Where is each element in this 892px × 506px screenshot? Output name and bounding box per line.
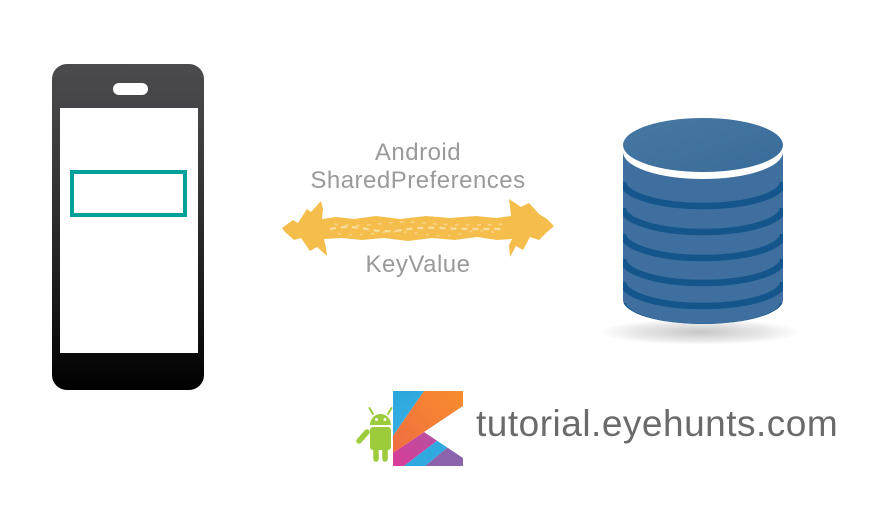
smartphone-illustration (52, 64, 204, 390)
exchange-label-line1: Android (374, 139, 462, 166)
exchange-label-line2: SharedPreferences (310, 167, 526, 194)
phone-screen (60, 108, 198, 353)
database-shadow (600, 319, 800, 345)
database-top (623, 118, 783, 172)
double-arrow-icon (282, 199, 554, 257)
site-text: tutorial.eyehunts.com (476, 403, 839, 444)
android-robot-icon (356, 407, 393, 462)
database-icon (600, 118, 800, 345)
kotlin-k-icon (393, 391, 463, 466)
phone-highlight-box (70, 170, 187, 217)
phone-speaker (113, 83, 148, 95)
kotlin-android-logo-icon (356, 391, 463, 466)
exchange-label: Android SharedPreferences (272, 139, 564, 195)
keyvalue-label: KeyValue (365, 251, 471, 278)
